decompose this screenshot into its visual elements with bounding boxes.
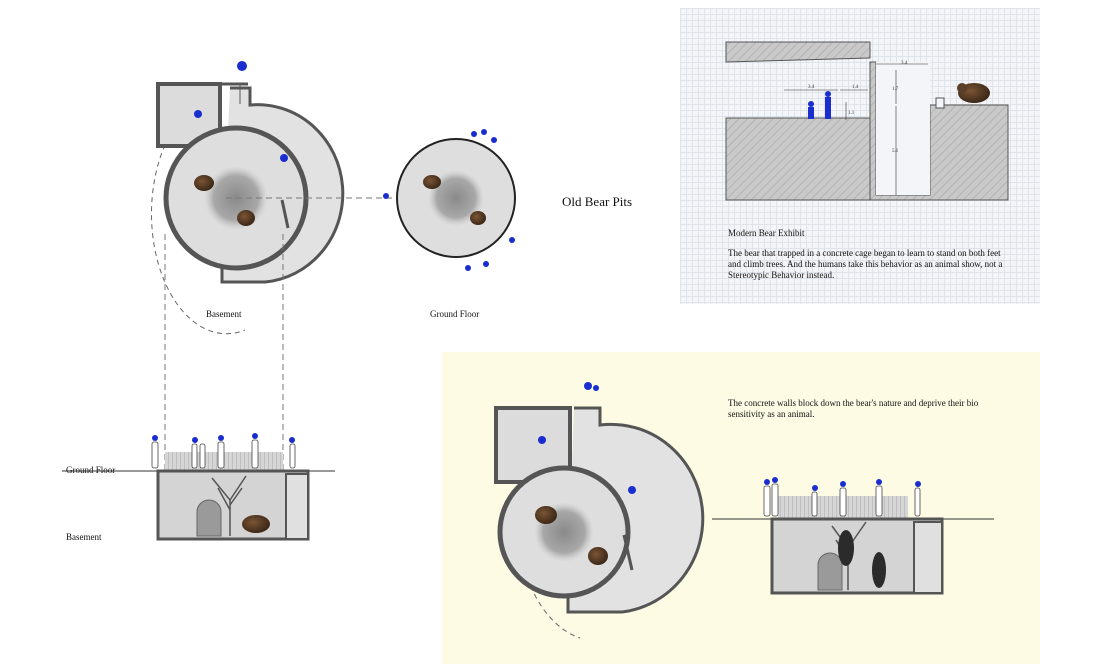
tree-canopy (428, 170, 484, 226)
concrete-walls-description: The concrete walls block down the bear's… (728, 398, 979, 419)
bear-icon (423, 175, 441, 189)
viewing-platform (725, 117, 871, 201)
old-section (62, 433, 335, 541)
visitor-icon (151, 439, 296, 469)
bare-tree (211, 475, 247, 536)
modern-exhibit-title: Modern Bear Exhibit (728, 228, 805, 238)
bear-icon (194, 175, 214, 191)
bear-icon (535, 506, 557, 524)
old-bear-pits-label: Old Bear Pits (562, 194, 633, 209)
ground-floor-plan (396, 129, 516, 271)
section-basement-label: Basement (66, 532, 102, 542)
visitor-icon (465, 129, 515, 271)
bear-icon (838, 530, 854, 566)
modern-section: 3.4 3.4 1.4 1.7 1.1 5.1 (725, 41, 1009, 201)
overhang (725, 41, 871, 63)
section-ground-floor-label: Ground Floor (66, 465, 116, 475)
modern-exhibit-description: The bear that trapped in a concrete cage… (728, 248, 1003, 280)
bear-icon (872, 552, 886, 588)
bear-icon (588, 547, 608, 565)
bear-icon (470, 211, 486, 225)
svg-text:3.4: 3.4 (808, 85, 815, 90)
bear-icon (242, 515, 270, 533)
dashed-arc (150, 144, 246, 335)
svg-text:5.1: 5.1 (892, 149, 899, 154)
door (196, 499, 222, 537)
visitor-icon (194, 61, 288, 162)
ground-floor-plan-label: Ground Floor (430, 309, 480, 319)
svg-text:1.7: 1.7 (892, 87, 899, 92)
modern-plan (494, 382, 705, 639)
svg-text:1.1: 1.1 (848, 111, 855, 116)
modern-pit-section (712, 477, 994, 595)
svg-text:3.4: 3.4 (901, 61, 908, 66)
basement-plan (150, 61, 400, 472)
svg-text:1.4: 1.4 (852, 85, 859, 90)
basement-plan-label: Basement (206, 309, 242, 319)
bear-icon (237, 210, 255, 226)
